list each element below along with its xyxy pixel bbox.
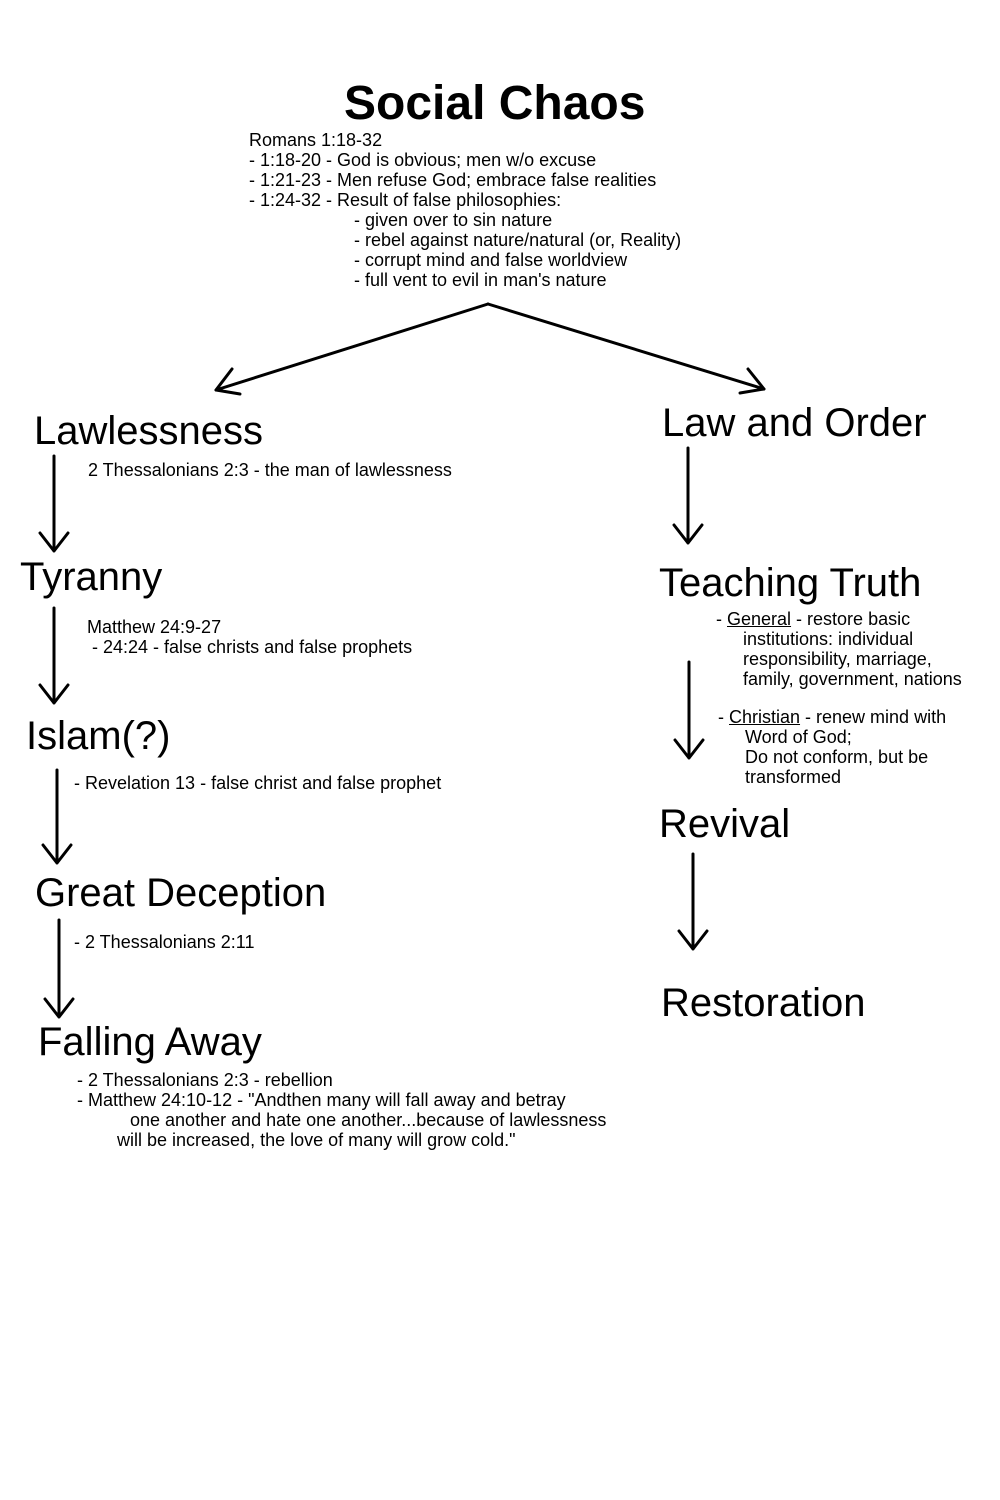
note-great-deception: - 2 Thessalonians 2:11 bbox=[74, 932, 255, 952]
arrow-tyranny-to-islam bbox=[38, 606, 70, 705]
note-christian: Do not conform, but be bbox=[745, 747, 929, 767]
intro-line: - 1:24-32 - Result of false philosophies… bbox=[249, 190, 562, 210]
page-title: Social Chaos bbox=[344, 77, 646, 130]
intro-sub-line: - corrupt mind and false worldview bbox=[354, 250, 628, 270]
arrow-teaching-to-revival bbox=[673, 660, 705, 760]
node-revival: Revival bbox=[659, 802, 791, 846]
branch-line-left bbox=[214, 302, 490, 392]
branch-line-right bbox=[486, 302, 766, 391]
intro-reference: Romans 1:18-32 bbox=[249, 130, 383, 150]
note-tyranny-ref: Matthew 24:9-27 bbox=[87, 617, 222, 637]
intro-sub-line: - given over to sin nature bbox=[354, 210, 553, 230]
note-general: family, government, nations bbox=[743, 669, 962, 689]
arrowhead-left bbox=[214, 367, 242, 396]
note-christian: Word of God; bbox=[745, 727, 852, 747]
note-general: - General - restore basic bbox=[716, 609, 911, 629]
arrow-islam-to-deception bbox=[41, 768, 73, 865]
arrow-deception-to-falling bbox=[43, 918, 75, 1019]
note-tyranny-verse: - 24:24 - false christs and false prophe… bbox=[87, 637, 413, 657]
note-christian: transformed bbox=[745, 767, 842, 787]
arrow-lawlessness-to-tyranny bbox=[38, 454, 70, 553]
note-falling-away: - Matthew 24:10-12 - "Andthen many will … bbox=[77, 1090, 566, 1110]
note-falling-away: one another and hate one another...becau… bbox=[130, 1110, 607, 1130]
node-falling-away: Falling Away bbox=[38, 1020, 262, 1064]
node-great-deception: Great Deception bbox=[35, 871, 327, 915]
node-teaching-truth: Teaching Truth bbox=[659, 561, 922, 605]
node-islam: Islam(?) bbox=[26, 714, 171, 758]
intro-sub-line: - full vent to evil in man's nature bbox=[354, 270, 607, 290]
note-lawlessness: 2 Thessalonians 2:3 - the man of lawless… bbox=[88, 460, 452, 480]
note-islam: - Revelation 13 - false christ and false… bbox=[74, 773, 442, 793]
intro-line: - 1:21-23 - Men refuse God; embrace fals… bbox=[249, 170, 657, 190]
node-lawlessness: Lawlessness bbox=[34, 409, 264, 453]
note-falling-away: will be increased, the love of many will… bbox=[117, 1130, 516, 1150]
note-christian: - Christian - renew mind with bbox=[718, 707, 947, 727]
note-general: responsibility, marriage, bbox=[743, 649, 932, 669]
christian-keyword: Christian bbox=[729, 707, 801, 727]
node-law-and-order: Law and Order bbox=[662, 401, 927, 445]
intro-sub-line: - rebel against nature/natural (or, Real… bbox=[354, 230, 682, 250]
arrow-revival-to-restoration bbox=[677, 852, 709, 951]
intro-line: - 1:18-20 - God is obvious; men w/o excu… bbox=[249, 150, 597, 170]
note-falling-away: - 2 Thessalonians 2:3 - rebellion bbox=[77, 1070, 333, 1090]
arrow-law-to-teaching bbox=[672, 446, 704, 545]
note-general: institutions: individual bbox=[743, 629, 914, 649]
node-tyranny: Tyranny bbox=[20, 555, 163, 599]
arrowhead-right bbox=[738, 367, 766, 395]
node-restoration: Restoration bbox=[661, 981, 866, 1025]
general-keyword: General bbox=[727, 609, 792, 629]
